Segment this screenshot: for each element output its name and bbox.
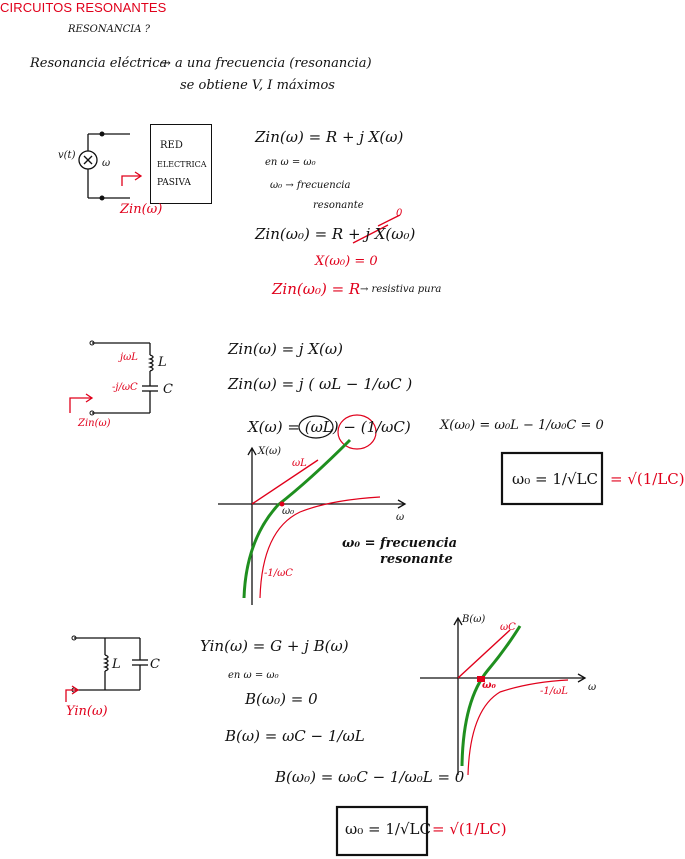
eq1-zero: 0	[396, 208, 403, 219]
circuit2-jwl: jωL	[120, 352, 138, 363]
graph2-wl-curve	[467, 679, 569, 776]
eq1-e: Zin(ω₀) = R + j X(ω₀)	[255, 225, 416, 243]
eq3-d: B(ω) = ωC − 1/ωL	[225, 727, 365, 745]
passive-network-box	[150, 124, 212, 204]
eq1-strike	[352, 214, 401, 244]
circuit3-C: C	[150, 657, 160, 672]
eq1-c: ω₀ → frecuencia	[270, 180, 351, 191]
circuit1-source-label: v(t)	[58, 150, 76, 161]
graph1-wl-line	[251, 459, 319, 505]
circuit2-zin: Zin(ω)	[78, 418, 111, 429]
eq3-e: B(ω₀) = ω₀C − 1/ω₀L = 0	[275, 768, 465, 786]
eq3-a: Yin(ω) = G + j B(ω)	[200, 637, 349, 655]
circuit3-wires	[74, 637, 148, 691]
graph1-xlabel: ω	[396, 512, 405, 523]
eq1-d: resonante	[313, 200, 364, 211]
drawing-layer	[65, 131, 604, 857]
graph1-w0: ω₀	[282, 506, 295, 517]
eq2-b: Zin(ω) = j ( ωL − 1/ωC )	[228, 375, 413, 393]
boxed2-formula: ω₀ = 1/√LC	[345, 820, 431, 838]
eq2-d: X(ω₀) = ω₀L − 1/ω₀C = 0	[440, 418, 604, 433]
graph1-x-curve	[242, 438, 352, 599]
intro-question: RESONANCIA ?	[68, 24, 150, 35]
eq1-a: Zin(ω) = R + j X(ω)	[255, 128, 404, 146]
circuit1-zin-arrow	[121, 171, 143, 186]
eq1-b: en ω = ω₀	[265, 157, 316, 168]
circuit2-wires	[92, 342, 158, 414]
box-label-1: RED	[160, 140, 183, 151]
box-label-3: PASIVA	[157, 178, 191, 188]
graph2-w0: ω₀	[482, 680, 496, 691]
circuit1-wires	[78, 133, 130, 199]
graph2-wc: ωC	[500, 622, 516, 633]
graph1-wc: -1/ωC	[264, 568, 293, 579]
boxed2-alt: = √(1/LC)	[432, 820, 507, 838]
boxed1-frame	[500, 451, 604, 506]
graph2-b-curve	[460, 625, 522, 767]
graph1-ylabel: X(ω)	[258, 446, 282, 457]
circuit3-L: L	[112, 657, 121, 672]
box-label-2: ELECTRICA	[157, 160, 207, 169]
graph1-axes	[218, 446, 407, 605]
circuit2-C: C	[163, 382, 173, 397]
eq3-b: en ω = ω₀	[228, 670, 279, 681]
graph2-axes	[420, 616, 587, 775]
circuit1-omega: ω	[102, 158, 111, 169]
circuit1-zin-label: Zin(ω)	[120, 202, 163, 217]
circuit2-L: L	[158, 355, 167, 370]
circuit3-yin: Yin(ω)	[66, 704, 108, 719]
graph1-wc-curve	[259, 496, 381, 599]
circuit3-yin-arrow	[65, 685, 80, 702]
eq1-g: Zin(ω₀) = R	[272, 280, 361, 298]
graph2-wl: -1/ωL	[540, 686, 568, 697]
boxed2-frame	[335, 805, 429, 857]
graph1-wl: ωL	[292, 458, 307, 469]
intro-line1a: Resonancia eléctrica	[30, 56, 168, 71]
circuit2-jwc: -j/ωC	[112, 382, 138, 393]
boxed1-alt: = √(1/LC)	[610, 470, 685, 488]
graph2-xlabel: ω	[588, 682, 597, 693]
circuit2-zin-arrow	[69, 393, 94, 413]
graph1-note2: resonante	[380, 552, 453, 567]
eq2-c: X(ω) = (ωL) − (1/ωC)	[248, 418, 411, 436]
eq1-h: → resistiva pura	[360, 284, 442, 295]
intro-line1b: → a una frecuencia (resonancia)	[160, 56, 372, 71]
graph2-wc-line	[457, 629, 511, 679]
eq2-a: Zin(ω) = j X(ω)	[228, 340, 343, 358]
intro-line2: se obtiene V, I máximos	[180, 78, 335, 93]
boxed1-formula: ω₀ = 1/√LC	[512, 470, 598, 488]
eq1-f: X(ω₀) = 0	[315, 254, 378, 269]
graph1-note1: ω₀ = frecuencia	[342, 536, 458, 551]
graph2-ylabel: B(ω)	[462, 614, 486, 625]
eq3-c: B(ω₀) = 0	[245, 690, 318, 708]
page-title: CIRCUITOS RESONANTES	[0, 0, 167, 15]
